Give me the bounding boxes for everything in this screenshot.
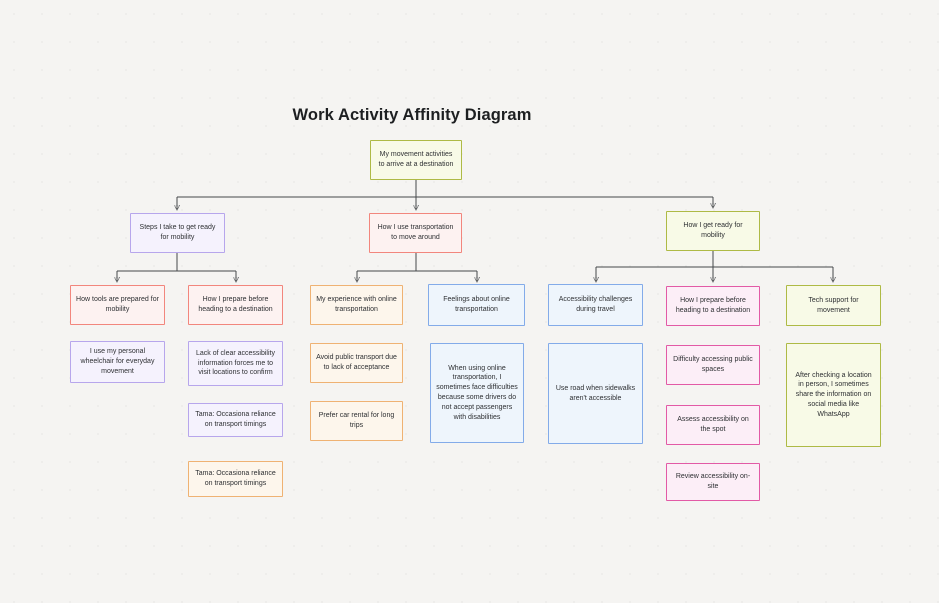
node-online-transport-experience[interactable]: My experience with online transportation bbox=[310, 285, 403, 325]
node-steps-for-mobility[interactable]: Steps I take to get ready for mobility bbox=[130, 213, 225, 253]
node-tech-support[interactable]: Tech support for movement bbox=[786, 285, 881, 326]
node-get-ready-mobility[interactable]: How I get ready for mobility bbox=[666, 211, 760, 251]
node-accessibility-challenges[interactable]: Accessibility challenges during travel bbox=[548, 284, 643, 326]
node-prepare-before-destination-right[interactable]: How I prepare before heading to a destin… bbox=[666, 286, 760, 326]
node-root[interactable]: My movement activities to arrive at a de… bbox=[370, 140, 462, 180]
note-personal-wheelchair[interactable]: I use my personal wheelchair for everyda… bbox=[70, 341, 165, 383]
node-feelings-online-transport[interactable]: Feelings about online transportation bbox=[428, 284, 525, 326]
note-tama-timings-1[interactable]: Tama: Occasiona reliance on transport ti… bbox=[188, 403, 283, 437]
note-online-transport-difficulties[interactable]: When using online transportation, I some… bbox=[430, 343, 524, 443]
note-tama-timings-2[interactable]: Tama: Occasiona reliance on transport ti… bbox=[188, 461, 283, 497]
note-use-road[interactable]: Use road when sidewalks aren't accessibl… bbox=[548, 343, 643, 444]
note-lack-accessibility-info[interactable]: Lack of clear accessibility information … bbox=[188, 341, 283, 386]
note-prefer-car-rental[interactable]: Prefer car rental for long trips bbox=[310, 401, 403, 441]
note-difficulty-public-spaces[interactable]: Difficulty accessing public spaces bbox=[666, 345, 760, 385]
node-prepare-before-destination-left[interactable]: How I prepare before heading to a destin… bbox=[188, 285, 283, 325]
node-tools-prepared[interactable]: How tools are prepared for mobility bbox=[70, 285, 165, 325]
note-assess-accessibility[interactable]: Assess accessibility on the spot bbox=[666, 405, 760, 445]
node-transportation-use[interactable]: How I use transportation to move around bbox=[369, 213, 462, 253]
note-share-social-media[interactable]: After checking a location in person, I s… bbox=[786, 343, 881, 447]
diagram-title[interactable]: Work Activity Affinity Diagram bbox=[292, 106, 532, 124]
note-avoid-public-transport[interactable]: Avoid public transport due to lack of ac… bbox=[310, 343, 403, 383]
note-review-accessibility[interactable]: Review accessibility on-site bbox=[666, 463, 760, 501]
